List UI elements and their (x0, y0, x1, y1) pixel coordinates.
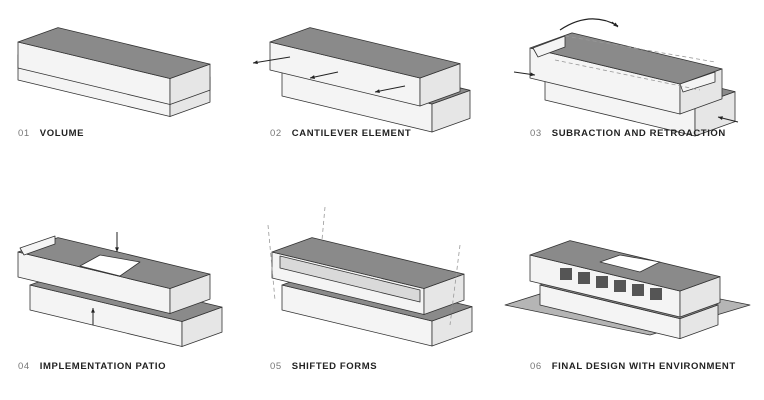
rotate-arrow (559, 18, 619, 31)
dash-top (564, 35, 716, 63)
window-4 (632, 284, 644, 296)
arrow-left-3-head (375, 89, 380, 94)
window-2 (596, 276, 608, 288)
shift-dash-3 (321, 206, 326, 241)
arrow-left-2 (309, 71, 339, 79)
window-5 (650, 288, 662, 300)
shift-upper-top-face (271, 237, 465, 289)
arrow-left-1-head (253, 60, 258, 65)
vol-upper-top-face (17, 27, 211, 79)
final-patio-void (599, 254, 661, 273)
arrow-left-3 (374, 85, 406, 93)
shift-slot (279, 255, 421, 303)
cant-upper-top-face (269, 27, 461, 79)
sub-wall-left (532, 35, 566, 58)
arrow-left-2-head (310, 75, 315, 79)
sub-wall-right (679, 71, 716, 93)
arrow-down-head (115, 247, 119, 252)
window-0 (560, 268, 572, 280)
arrow-in-right-head (718, 116, 723, 121)
arrow-in-left-head (530, 72, 535, 77)
patio-void (79, 254, 141, 277)
window-3 (614, 280, 626, 292)
window-1 (578, 272, 590, 284)
arrow-up-head (91, 308, 95, 313)
dash-mid (554, 59, 701, 91)
patio-wall (19, 235, 56, 256)
arrow-left-1 (252, 56, 291, 64)
rotate-arrow-tip-head (613, 22, 618, 27)
sub-upper-top-face (529, 32, 723, 85)
shift-dash-1 (267, 224, 276, 301)
